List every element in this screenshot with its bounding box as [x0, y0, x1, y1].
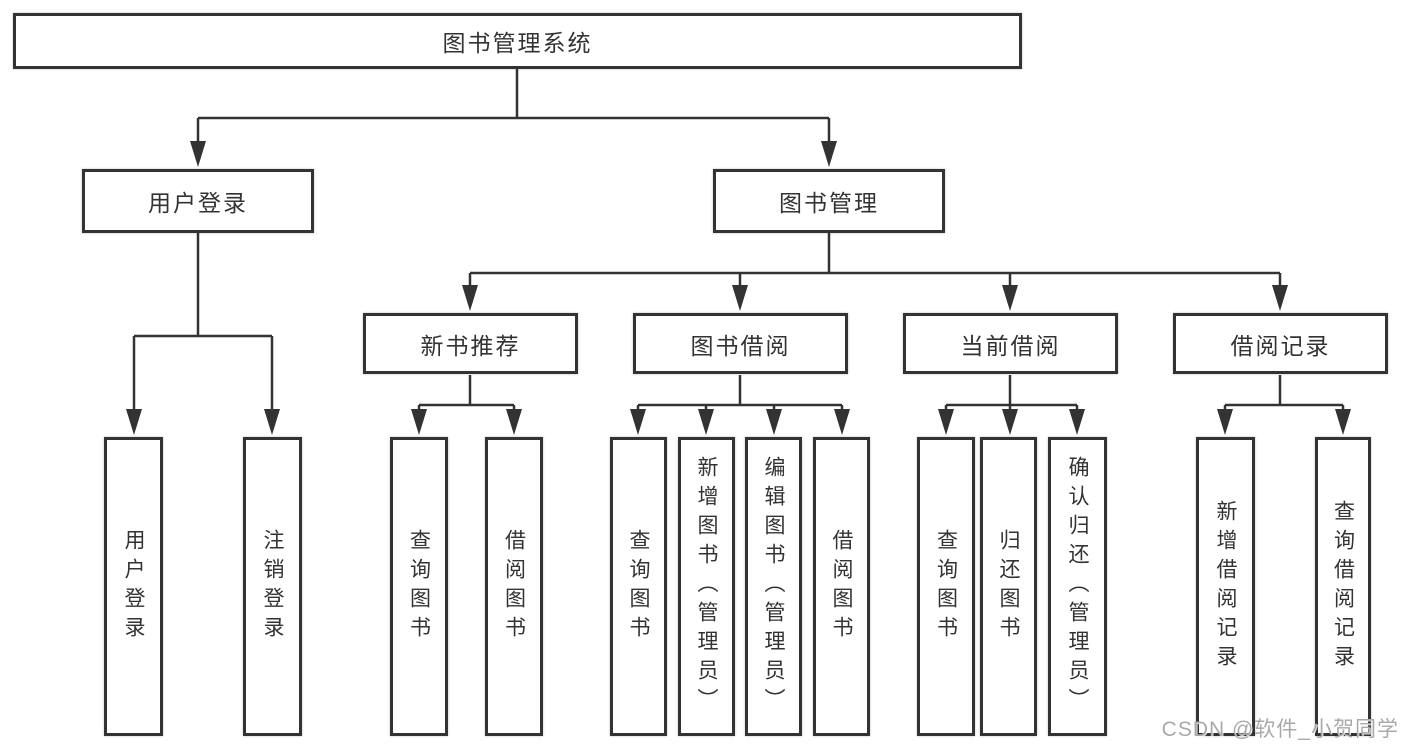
node-label: 当前借阅 — [960, 332, 1061, 359]
node-book-borrowing: 图书借阅 — [633, 313, 848, 374]
node-label: 编辑图书（管理员） — [762, 456, 785, 717]
leaf-query-books-borrowing: 查询图书 — [610, 437, 667, 736]
node-label: 新增借阅记录 — [1214, 499, 1237, 674]
node-new-book-recommend: 新书推荐 — [363, 313, 578, 374]
leaf-add-books-admin: 新增图书（管理员） — [678, 437, 735, 736]
node-book-management: 图书管理 — [713, 169, 945, 233]
leaf-query-books-current: 查询图书 — [917, 437, 975, 736]
connector-stems — [198, 69, 831, 145]
watermark-text: CSDN @软件_小贺同学 — [1161, 718, 1399, 741]
leaf-return-books: 归还图书 — [980, 437, 1037, 736]
node-library-management-system: 图书管理系统 — [13, 13, 1022, 69]
node-borrowing-records: 借阅记录 — [1173, 313, 1388, 374]
leaf-borrow-books: 借阅图书 — [813, 437, 870, 736]
node-label: 查询图书 — [407, 528, 431, 645]
node-label: 查询图书 — [934, 528, 958, 645]
leaf-confirm-return-admin: 确认归还（管理员） — [1048, 437, 1107, 736]
node-label: 借阅图书 — [502, 528, 526, 645]
node-label: 新书推荐 — [420, 332, 521, 359]
node-label: 图书管理 — [779, 190, 879, 216]
node-label: 新增图书（管理员） — [695, 456, 718, 717]
leaf-add-borrow-record: 新增借阅记录 — [1196, 437, 1255, 736]
node-label: 图书管理系统 — [442, 30, 593, 56]
leaf-query-borrow-record: 查询借阅记录 — [1315, 437, 1371, 736]
leaf-query-books-recommend: 查询图书 — [390, 437, 448, 736]
arrowheads — [126, 141, 1351, 435]
node-label: 借阅记录 — [1230, 332, 1331, 359]
node-label: 注销登录 — [261, 528, 284, 645]
node-label: 查询图书 — [627, 528, 650, 645]
node-label: 借阅图书 — [830, 528, 853, 645]
node-label: 确认归还（管理员） — [1066, 456, 1089, 717]
node-user-login: 用户登录 — [82, 169, 314, 233]
node-label: 图书借阅 — [690, 332, 791, 359]
leaf-logout: 注销登录 — [243, 437, 302, 736]
leaf-borrow-books-recommend: 借阅图书 — [485, 437, 543, 736]
node-label: 查询借阅记录 — [1331, 499, 1355, 674]
node-label: 用户登录 — [122, 528, 145, 645]
leaf-user-login: 用户登录 — [104, 437, 163, 736]
node-label: 归还图书 — [997, 528, 1020, 645]
leaf-edit-books-admin: 编辑图书（管理员） — [745, 437, 802, 736]
node-label: 用户登录 — [148, 190, 248, 216]
node-current-borrowing: 当前借阅 — [903, 313, 1118, 374]
